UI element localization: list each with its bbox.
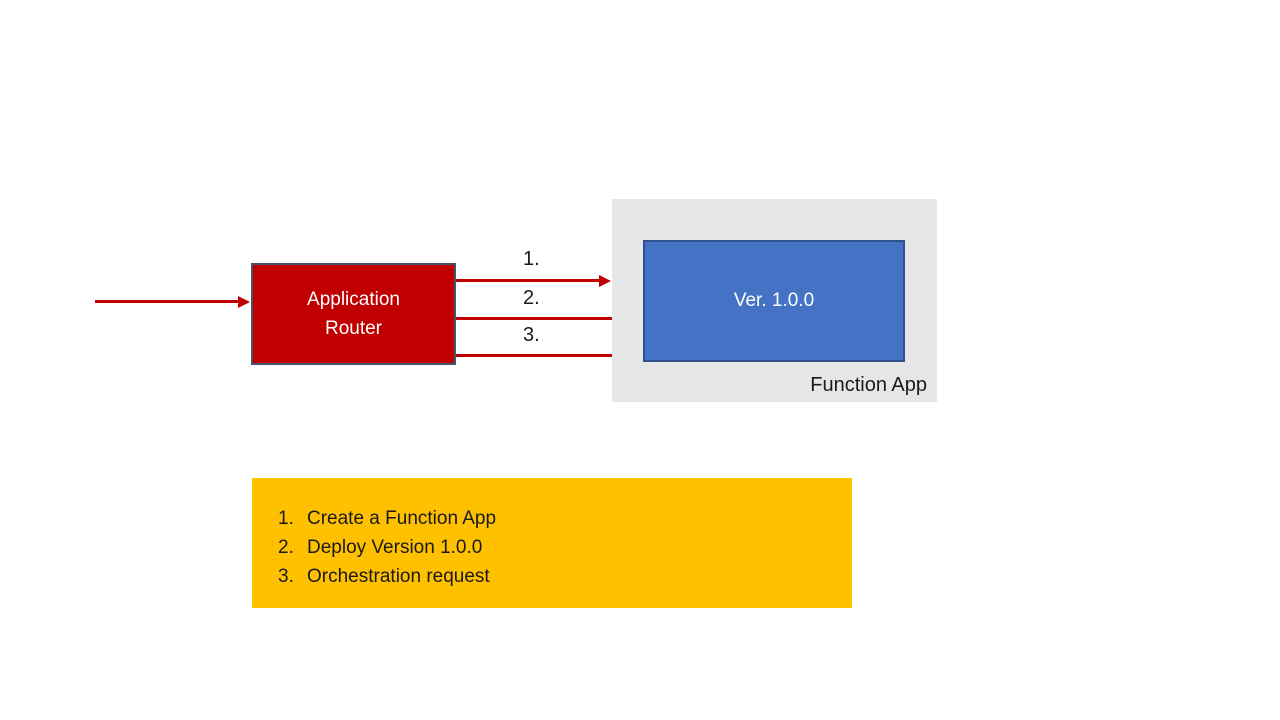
legend-item-text: Orchestration request — [307, 566, 490, 587]
legend-item-number: 3. — [278, 566, 294, 587]
legend-box: 1. Create a Function App 2. Deploy Versi… — [252, 478, 852, 608]
step-1-arrow-label: 1. — [523, 248, 540, 270]
legend-item: 1. Create a Function App — [278, 504, 832, 533]
incoming-request-arrow — [95, 300, 238, 303]
application-router-box: Application Router — [251, 263, 456, 365]
legend-item-number: 1. — [278, 508, 294, 529]
step-3-arrow-label: 3. — [523, 324, 540, 346]
version-label: Ver. 1.0.0 — [733, 290, 815, 311]
application-router-label: Application Router — [307, 289, 400, 339]
step-3-arrow — [456, 354, 631, 357]
step-1-arrow — [456, 279, 599, 282]
version-box: Ver. 1.0.0 — [643, 240, 905, 362]
legend-item: 3. Orchestration request — [278, 562, 832, 591]
legend-item-text: Create a Function App — [307, 508, 497, 529]
function-app-container: Ver. 1.0.0 Function App — [612, 199, 937, 402]
legend-item-number: 2. — [278, 537, 294, 558]
legend-item-text: Deploy Version 1.0.0 — [307, 537, 483, 558]
step-2-arrow — [456, 317, 631, 320]
legend-item: 2. Deploy Version 1.0.0 — [278, 533, 832, 562]
step-2-arrow-label: 2. — [523, 287, 540, 309]
function-app-label: Function App — [810, 374, 927, 396]
